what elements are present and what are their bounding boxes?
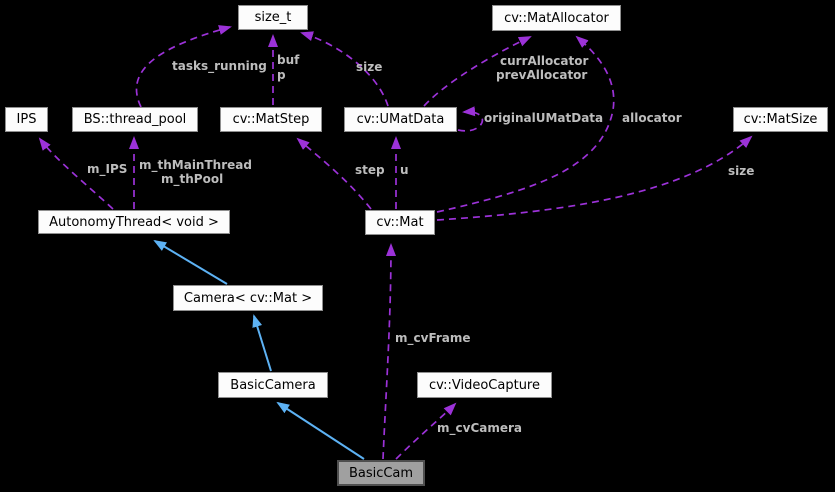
edge-label-m-thmainthread: m_thMainThread [139,158,252,172]
edge-m-ips [38,137,114,210]
edge-label-m-thpool: m_thPool [161,172,224,186]
node-cv-matstep[interactable]: cv::MatStep [220,107,322,132]
edge-label-currallocator: currAllocator [500,54,589,68]
edge-tasks-running [135,25,232,108]
edge-m-cvcamera [395,402,457,460]
edge-original-umatdata-selfloop [457,106,484,132]
node-autonomythread-void[interactable]: AutonomyThread< void > [38,210,230,234]
edge-curr-prev-allocator [423,36,532,107]
edge-label-m-cvframe: m_cvFrame [395,331,471,345]
edge-size-umatdata [300,31,389,107]
node-basiccam-focus: BasicCam [337,460,425,486]
edge-m-cvframe [382,243,396,460]
edge-label-size-right: size [728,164,755,178]
edge-allocator [436,35,615,213]
node-camera-cv-mat[interactable]: Camera< cv::Mat > [173,285,323,311]
edge-label-buf: buf [277,53,300,67]
node-bs-thread-pool[interactable]: BS::thread_pool [72,107,198,132]
edge-label-p: p [277,68,286,82]
node-cv-matsize[interactable]: cv::MatSize [733,107,828,132]
edge-label-originalumatdata: originalUMatData [484,111,604,125]
edge-step [296,137,372,210]
edge-label-m-ips: m_IPS [87,162,128,176]
node-cv-mat[interactable]: cv::Mat [365,210,435,235]
node-cv-matallocator[interactable]: cv::MatAllocator [492,5,621,31]
edge-inherit-basiccamera-camera [252,314,272,372]
edge-inherit-camera-autonomythread [153,239,228,285]
node-ips[interactable]: IPS [5,107,48,132]
edge-size-mat [436,135,753,221]
edge-label-size-top: size [356,60,383,74]
node-cv-videocapture[interactable]: cv::VideoCapture [417,372,552,398]
edge-label-tasks-running: tasks_running [172,59,267,73]
edge-label-prevallocator: prevAllocator [496,68,588,82]
node-size-t[interactable]: size_t [238,5,308,30]
node-basiccamera[interactable]: BasicCamera [218,372,328,398]
edge-label-step: step [355,163,385,177]
edge-inherit-basiccam-basiccamera [276,401,365,460]
edge-label-allocator: allocator [622,111,682,125]
node-cv-umatdata[interactable]: cv::UMatData [344,107,457,132]
edge-label-m-cvcamera: m_cvCamera [437,421,523,435]
edge-label-u: u [400,163,409,177]
